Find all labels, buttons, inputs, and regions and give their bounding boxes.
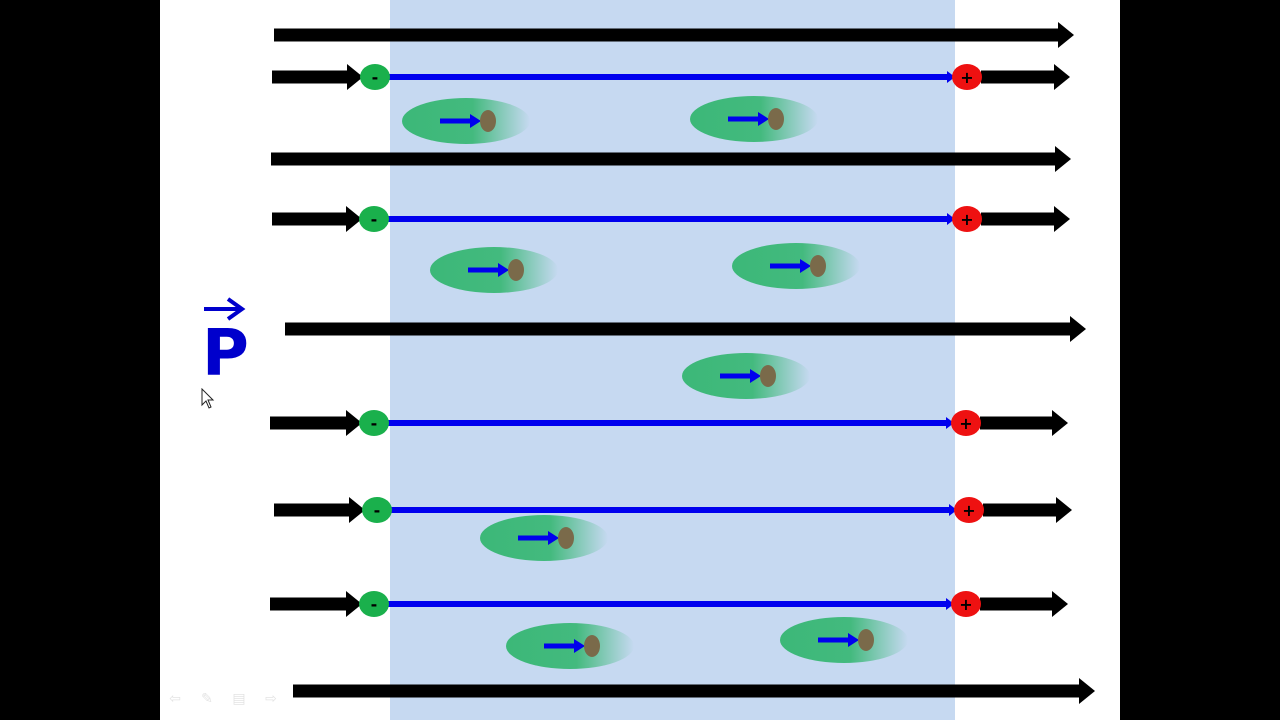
polarization-head-1 <box>947 71 955 83</box>
negative-charge-3 <box>359 410 389 436</box>
negative-charge-sign-5: - <box>371 595 378 614</box>
molecule-dipole-head-5 <box>750 369 761 383</box>
incoming-field-arrow-3-head <box>346 410 362 436</box>
outgoing-field-arrow-1-head <box>1054 64 1070 90</box>
negative-charge-4 <box>362 497 392 523</box>
molecule-nucleus-4 <box>810 255 826 277</box>
next-slide-icon[interactable]: ⇨ <box>265 691 277 707</box>
negative-charge-1 <box>360 64 390 90</box>
incoming-field-arrow-4-head <box>349 497 365 523</box>
positive-charge-sign-5: + <box>959 595 972 614</box>
positive-charge-4 <box>954 497 984 523</box>
molecule-dipole-head-3 <box>498 263 509 277</box>
menu-icon[interactable]: ▤ <box>232 691 246 707</box>
negative-charge-2 <box>359 206 389 232</box>
molecule-nucleus-8 <box>858 629 874 651</box>
polarization-head-3 <box>946 417 954 429</box>
negative-charge-sign-4: - <box>374 501 381 520</box>
positive-charge-sign-4: + <box>962 501 975 520</box>
molecule-dipole-head-1 <box>470 114 481 128</box>
molecule-nucleus-3 <box>508 259 524 281</box>
positive-charge-sign-3: + <box>959 414 972 433</box>
field-line-3-head <box>1070 316 1086 342</box>
molecule-nucleus-5 <box>760 365 776 387</box>
positive-charge-1 <box>952 64 982 90</box>
slide-nav-toolbar: ⇦ ✎ ▤ ⇨ <box>166 690 280 708</box>
field-line-4-head <box>1079 678 1095 704</box>
outgoing-field-arrow-3-head <box>1052 410 1068 436</box>
positive-charge-sign-2: + <box>960 210 973 229</box>
outgoing-field-arrow-5-head <box>1052 591 1068 617</box>
polarization-head-2 <box>947 213 955 225</box>
field-diagram: - + - + - + - + - + <box>270 22 1095 704</box>
molecule-dipole-head-8 <box>848 633 859 647</box>
outgoing-field-arrow-4-head <box>1056 497 1072 523</box>
mouse-cursor-icon <box>201 388 215 409</box>
vector-arrow-icon <box>204 297 246 321</box>
previous-slide-icon[interactable]: ⇦ <box>169 691 181 707</box>
molecule-nucleus-7 <box>584 635 600 657</box>
positive-charge-sign-1: + <box>960 68 973 87</box>
negative-charge-sign-1: - <box>372 68 379 87</box>
positive-charge-5 <box>951 591 981 617</box>
pen-icon[interactable]: ✎ <box>201 691 213 707</box>
negative-charge-5 <box>359 591 389 617</box>
molecule-nucleus-1 <box>480 110 496 132</box>
slide-canvas: - + - + - + - + - + P ⇦ ✎ ▤ ⇨ <box>160 0 1120 720</box>
polarization-head-5 <box>946 598 954 610</box>
positive-charge-3 <box>951 410 981 436</box>
field-line-1-head <box>1058 22 1074 48</box>
field-line-2-head <box>1055 146 1071 172</box>
negative-charge-sign-3: - <box>371 414 378 433</box>
outgoing-field-arrow-2-head <box>1054 206 1070 232</box>
molecule-dipole-head-4 <box>800 259 811 273</box>
negative-charge-sign-2: - <box>371 210 378 229</box>
molecule-dipole-head-2 <box>758 112 769 126</box>
molecule-dipole-head-7 <box>574 639 585 653</box>
incoming-field-arrow-5-head <box>346 591 362 617</box>
molecule-nucleus-2 <box>768 108 784 130</box>
molecule-dipole-head-6 <box>548 531 559 545</box>
incoming-field-arrow-1-head <box>347 64 363 90</box>
polarization-head-4 <box>949 504 957 516</box>
incoming-field-arrow-2-head <box>346 206 362 232</box>
molecule-nucleus-6 <box>558 527 574 549</box>
positive-charge-2 <box>952 206 982 232</box>
polarization-label: P <box>202 317 249 391</box>
